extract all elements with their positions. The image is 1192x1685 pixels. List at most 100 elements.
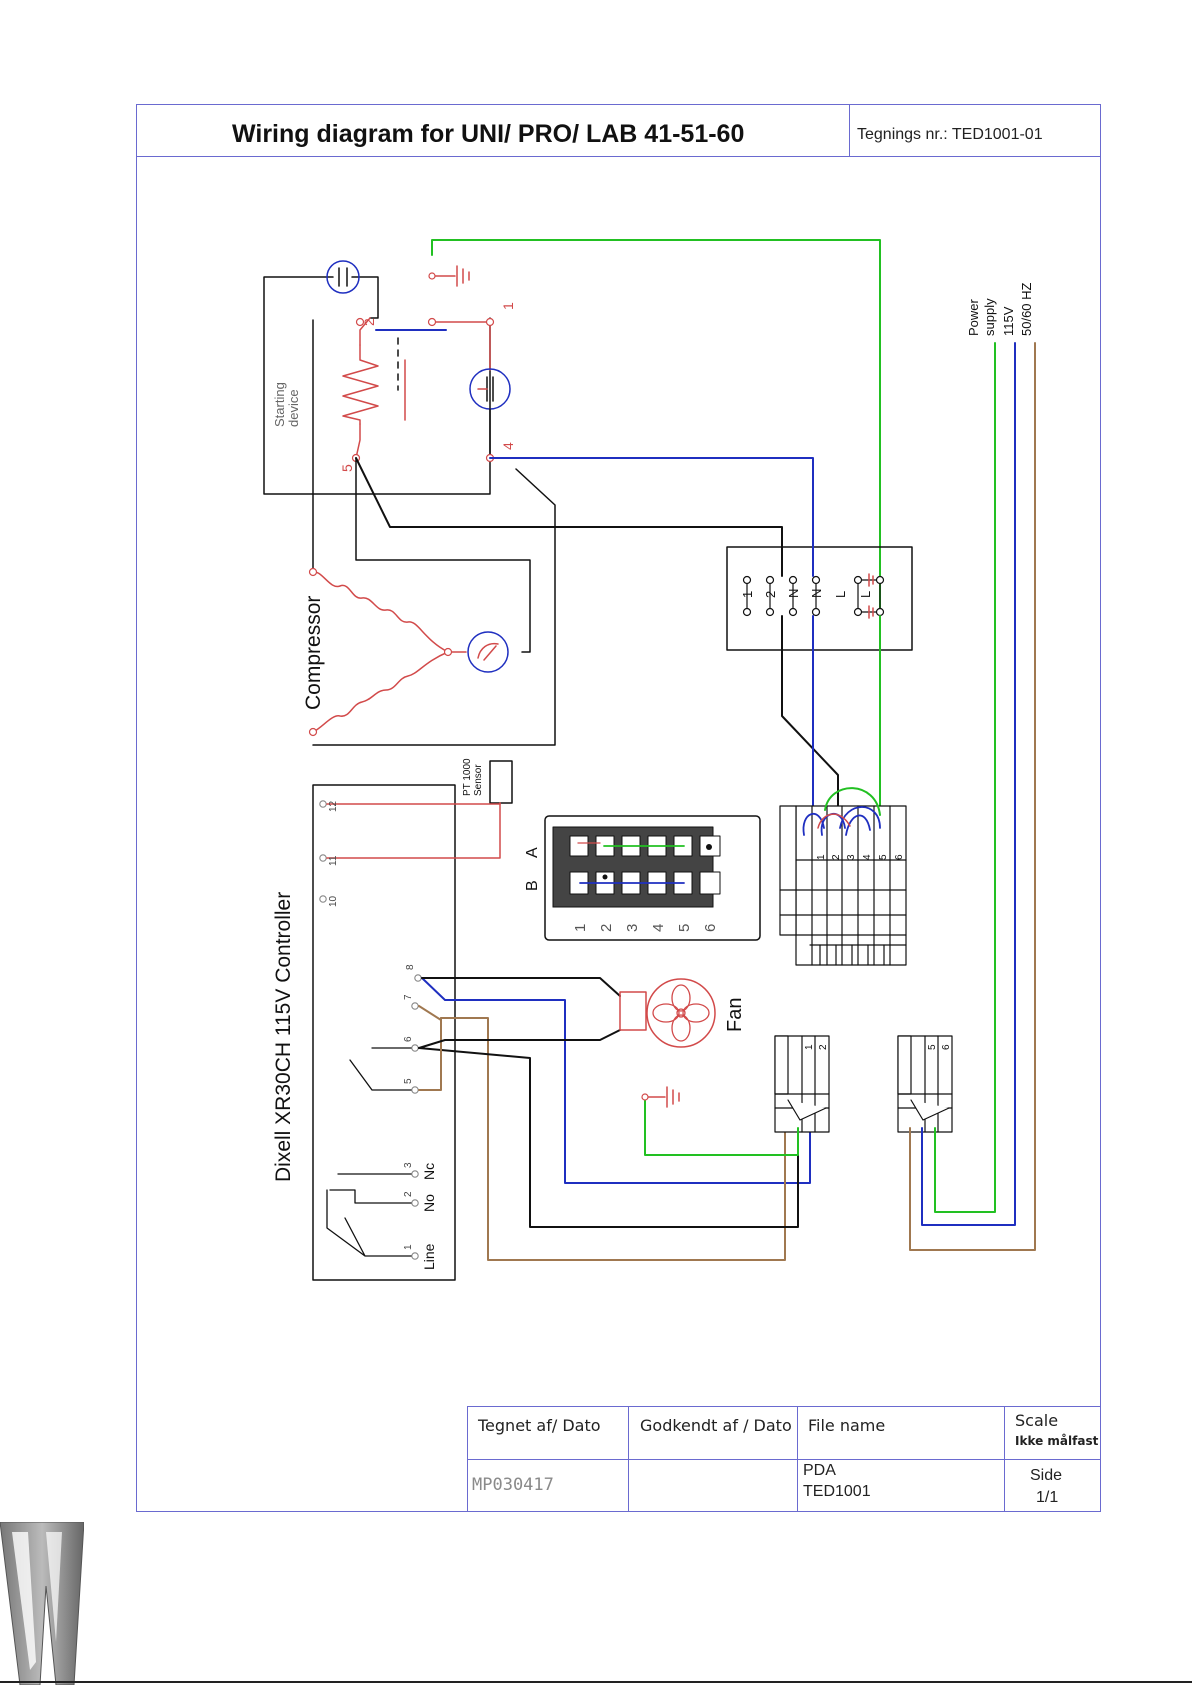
sd-pin-1b: [427, 317, 437, 327]
svg-text:1: 1: [500, 302, 516, 310]
side-label: Side: [1030, 1467, 1063, 1484]
ground-mid-wire: [644, 1096, 799, 1156]
svg-text:2: 2: [763, 591, 778, 598]
ground-top-dot: [428, 272, 436, 280]
wire-black-pin6: [418, 1047, 799, 1228]
drawn-by-value: MP030417: [472, 1475, 554, 1495]
relay-pin-labels: 2 1 4 5: [339, 302, 516, 472]
compressor-label: Compressor: [302, 596, 325, 710]
fan-motor-icon: [646, 978, 716, 1048]
svg-text:1: 1: [740, 591, 755, 598]
svg-text:No: No: [421, 1194, 437, 1212]
wire-brown-pin5: [418, 1017, 442, 1091]
title-separator: [849, 104, 850, 157]
svg-text:5: 5: [403, 1078, 414, 1084]
drawn-by-header: Tegnet af/ Dato: [478, 1416, 601, 1435]
svg-text:5: 5: [878, 854, 889, 860]
compressor-inner-wire: [355, 457, 531, 653]
compressor-pin-top: [308, 567, 318, 577]
ground-mid-icon: [666, 1086, 680, 1108]
svg-text:4: 4: [650, 924, 667, 932]
svg-text:5: 5: [339, 464, 355, 472]
main-switch-contacts: [742, 575, 885, 617]
drawing-frame: [136, 104, 1101, 1512]
svg-text:4: 4: [862, 854, 873, 860]
svg-text:L: L: [833, 591, 848, 598]
svg-text:11: 11: [328, 855, 339, 866]
svg-text:8: 8: [405, 964, 416, 970]
title-block-col2-line: [628, 1406, 629, 1512]
wire-black-switch-down: [781, 615, 839, 836]
wire-black-pin6b: [418, 1029, 621, 1049]
svg-text:1: 1: [816, 854, 827, 860]
scale-note: Ikke målfast: [1015, 1434, 1099, 1448]
wire-brown-power: [909, 342, 1036, 1251]
ctrl-alarm-relay: [326, 1173, 412, 1257]
wire-brown-pin7: [418, 1005, 786, 1261]
svg-text:6: 6: [894, 854, 905, 860]
coil-lower: [355, 423, 361, 459]
svg-text:12: 12: [328, 800, 339, 812]
svg-text:10: 10: [328, 895, 339, 907]
controller-pin-names: Nc No Line: [421, 1163, 437, 1270]
file-name-value-line1: PDA: [803, 1462, 836, 1479]
sensor-label: PT 1000 Sensor: [462, 756, 484, 796]
svg-text:1: 1: [403, 1244, 414, 1250]
svg-text:3: 3: [403, 1162, 414, 1168]
switch-labels: 1 2 N N L L: [740, 589, 873, 598]
svg-text:5: 5: [676, 924, 693, 932]
compressor-frame: [312, 319, 556, 746]
small-block-1-numbers: 1 2: [804, 1044, 829, 1050]
svg-text:Line: Line: [421, 1243, 437, 1270]
controller-box: [312, 784, 456, 1281]
small-block-2-numbers: 5 6: [927, 1044, 952, 1050]
wire-black-fan-top: [421, 977, 621, 997]
drawing-title: Wiring diagram for UNI/ PRO/ LAB 41-51-6…: [232, 120, 745, 148]
svg-text:5: 5: [927, 1044, 938, 1050]
ground-mid-dot: [641, 1093, 649, 1101]
svg-text:Nc: Nc: [421, 1163, 437, 1180]
pt1000-sensor: [489, 760, 513, 804]
controller-pin-labels: 12 11 10 8 7 6 5 3 2 1: [328, 800, 416, 1250]
terminal-block-loop-red: [817, 813, 851, 829]
svg-text:4: 4: [500, 442, 516, 450]
sensor-wire-2: [326, 802, 501, 859]
terminal-block-green-loop: [824, 787, 881, 816]
main-switch-box: [726, 546, 913, 651]
ground-top-icon: [456, 265, 470, 287]
sensor-wire-1: [326, 802, 501, 805]
svg-text:L: L: [858, 591, 873, 598]
side-value: 1/1: [1036, 1489, 1059, 1506]
wire-black-sd-to-switch: [355, 457, 783, 577]
power-supply-label: Power supply 115V 50/60 HZ: [966, 282, 1034, 336]
svg-text:N: N: [786, 589, 801, 598]
title-block-col3-line: [797, 1406, 798, 1512]
ctrl-switch-relay: [349, 1047, 412, 1091]
ab-panel-dot-a: [706, 844, 712, 850]
svg-text:2: 2: [831, 854, 842, 860]
svg-text:2: 2: [403, 1191, 414, 1197]
terminal-b-label: B: [524, 880, 541, 891]
terminal-block-small-2: [897, 1035, 953, 1133]
terminal-block-numbers: 1 2 3 4 5 6: [816, 854, 905, 860]
title-row: [136, 104, 1101, 157]
approved-header: Godkendt af / Dato: [640, 1416, 792, 1435]
ab-panel-outer: [544, 815, 761, 941]
terminal-block-large: [779, 805, 907, 966]
svg-text:3: 3: [846, 854, 857, 860]
company-logo-icon: [0, 1522, 84, 1685]
relay-contact-line: [359, 317, 491, 371]
svg-text:2: 2: [598, 924, 615, 932]
main-switch-ground-marks: [868, 573, 874, 619]
terminal-block-small-1: [774, 1035, 830, 1133]
file-name-header: File name: [808, 1416, 886, 1435]
wire-blue-pin8: [421, 977, 811, 1184]
relay-coil: [342, 344, 406, 425]
svg-text:2: 2: [361, 318, 377, 326]
svg-text:N: N: [809, 589, 824, 598]
wire-blue-sd-to-switch: [489, 457, 814, 577]
compressor-pin-center: [443, 647, 453, 657]
svg-text:3: 3: [624, 924, 641, 932]
svg-text:7: 7: [403, 994, 414, 1000]
